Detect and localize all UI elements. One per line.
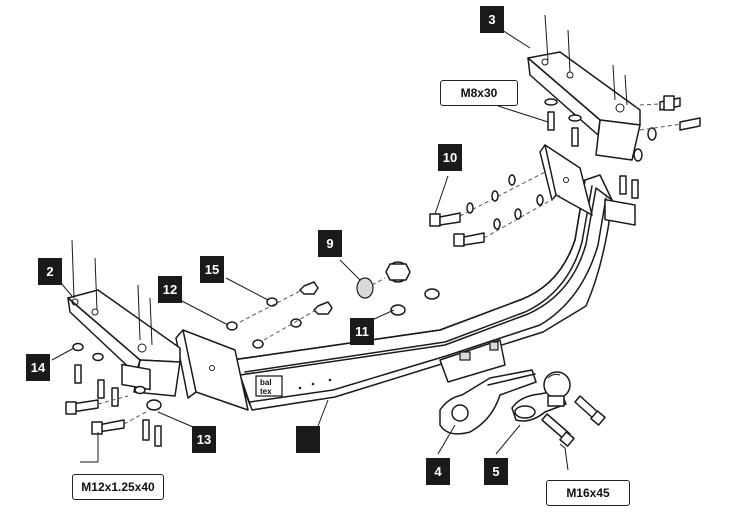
label-part-3: 3: [480, 6, 504, 33]
label-part-10: 10: [438, 144, 462, 171]
label-part-9: 9: [318, 230, 342, 257]
label-part-2: 2: [38, 258, 62, 285]
label-part-5: 5: [484, 458, 508, 485]
baltex-logo: bal tex: [255, 375, 283, 397]
spec-m16x45: M16x45: [546, 480, 630, 506]
label-part-4: 4: [426, 458, 450, 485]
label-part-14: 14: [26, 354, 50, 381]
nuts-and-washers-center: [356, 261, 440, 316]
tow-ball: [511, 371, 571, 422]
left-bracket-fasteners: [65, 342, 162, 447]
label-part-13: 13: [192, 426, 216, 453]
label-part-15: 15: [200, 256, 224, 283]
spec-m8x30: M8x30: [440, 80, 518, 106]
spec-m12x1-25x40: M12x1.25x40: [72, 474, 164, 500]
crossbar-left-hardware: [226, 281, 333, 349]
socket-plate: [439, 369, 537, 435]
logo-text-bottom: tex: [260, 387, 272, 396]
crossbar-right-bolts: [429, 171, 561, 247]
label-part-11: 11: [350, 318, 374, 345]
m16-bolts: [541, 395, 606, 447]
label-part-12: 12: [158, 276, 182, 303]
ball-mount-receiver: [439, 339, 506, 383]
left-bracket: [67, 239, 181, 397]
logo-text-top: bal: [260, 378, 272, 387]
right-bracket: [527, 14, 641, 226]
right-bracket-fasteners: [544, 95, 701, 199]
leader-lines: [51, 29, 569, 471]
label-part-1: [296, 426, 320, 453]
